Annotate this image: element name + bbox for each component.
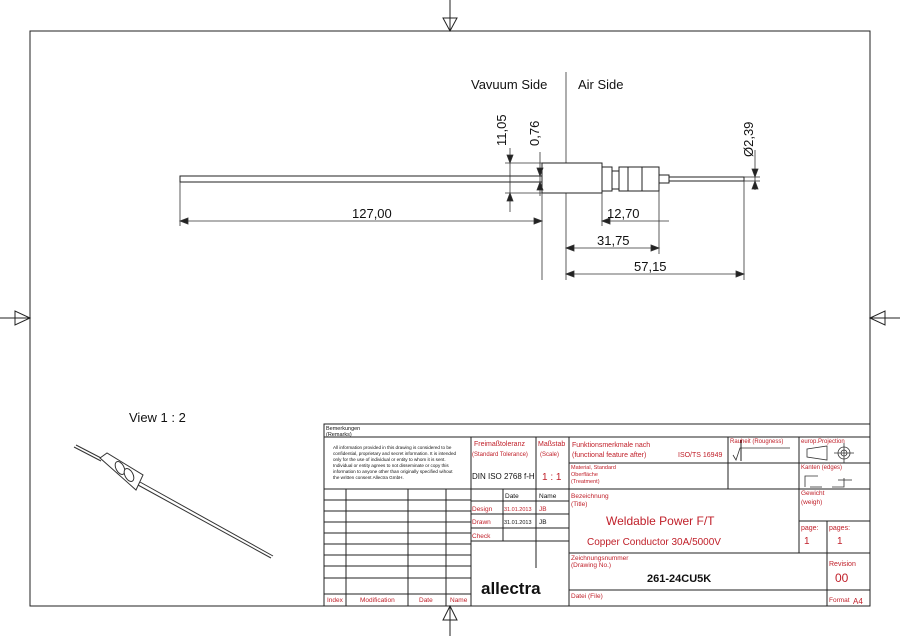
dim-31-75: 31,75 [597,233,630,248]
material-3: (Treatment) [571,479,600,485]
feedthrough-part [179,162,745,194]
drawing-no-en: (Drawing No.) [571,562,611,569]
confidential-notice: All information provided in this drawing… [333,445,457,480]
function-en: (functional feature after) [572,452,646,459]
file-label: Datei (File) [571,593,603,600]
scale-en: (Scale) [540,452,559,458]
drawn-date: 31.01.2013 [504,520,532,526]
dim-12-70: 12,70 [607,206,640,221]
dim-57-15: 57,15 [634,259,667,274]
drawing-no-de: Zeichnungsnummer [571,555,629,562]
dim-0-76: 0,76 [527,121,542,146]
designation-en: (Title) [571,501,587,508]
page-value: 1 [804,536,810,547]
function-de: Funktionsmerkmale nach [572,442,650,449]
pages-label: pages: [829,525,850,532]
material-2: Oberfläche [571,472,598,478]
rev-col-modification: Modification [360,597,395,604]
svg-text:information to anyone other th: information to anyone other than origina… [333,469,453,474]
pages-value: 1 [837,536,843,547]
weight-en: (weigh) [801,499,822,506]
tolerance-en: (Standard Tolerance) [472,452,528,458]
roughness-label: Rauheit (Rougness) [730,439,783,445]
svg-text:confidential, proprietary and: confidential, proprietary and secret inf… [333,451,457,456]
format-label: Format [829,597,850,604]
name-header: Name [539,493,557,500]
check-label: Check [472,533,491,540]
view-scale-label: View 1 : 2 [129,410,186,425]
scale-value: 1 : 1 [542,472,562,483]
tolerance-value: DIN ISO 2768 f-H [472,472,535,481]
drawn-name: JB [539,519,547,526]
material-1: Material, Standard [571,465,616,471]
svg-text:All information provided in th: All information provided in this drawing… [333,445,452,450]
weight-de: Gewicht [801,490,825,497]
dim-127: 127,00 [352,206,392,221]
dim-11-05: 11,05 [494,114,509,146]
drawing-title-1: Weldable Power F/T [606,514,715,528]
design-name: JB [539,506,547,513]
function-std: ISO/TS 16949 [678,452,722,459]
air-side-label: Air Side [578,77,624,92]
page-label: page: [801,525,819,532]
rev-col-date: Date [419,597,433,604]
format-value: A4 [853,597,863,606]
isometric-view [73,444,274,559]
dim-diameter-2-39: Ø2,39 [741,122,756,157]
drawing-border [29,30,871,607]
title-block-frame [323,423,871,607]
rev-col-index: Index [327,597,344,604]
vacuum-side-label: Vavuum Side [471,77,547,92]
dimension-lines [178,148,760,280]
date-header: Date [505,493,519,500]
roughness-symbol-icon [732,447,790,461]
rev-col-name: Name [450,597,468,604]
revision-label: Revision [829,561,856,568]
remarks-en: (Remarks) [326,432,352,438]
tolerance-de: Freimaßtoleranz [474,441,525,448]
projection-symbol-icon [806,443,854,463]
svg-text:only for the use of individual: only for the use of individual or entity… [333,457,446,462]
designation-de: Bezeichnung [571,493,609,500]
svg-text:Individual or entity agrees to: Individual or entity agrees to not disse… [333,463,449,468]
design-date: 31.01.2013 [504,507,532,513]
svg-text:the written consent Allectra G: the written consent Allectra GmbH. [333,475,404,480]
edges-symbol-icon [804,475,852,488]
revision-value: 00 [835,571,849,585]
projection-label: europ.Projection [801,439,845,445]
allectra-logo: allectra [481,579,541,598]
design-label: Design [472,506,493,513]
remarks-de: Bemerkungen [326,426,360,432]
scale-de: Maßstab [538,441,565,448]
drawing-title-2: Copper Conductor 30A/5000V [587,537,721,548]
drawing-number: 261-24CU5K [647,573,711,585]
edges-label: Kanten (edges) [801,465,842,471]
drawn-label: Drawn [472,519,491,526]
